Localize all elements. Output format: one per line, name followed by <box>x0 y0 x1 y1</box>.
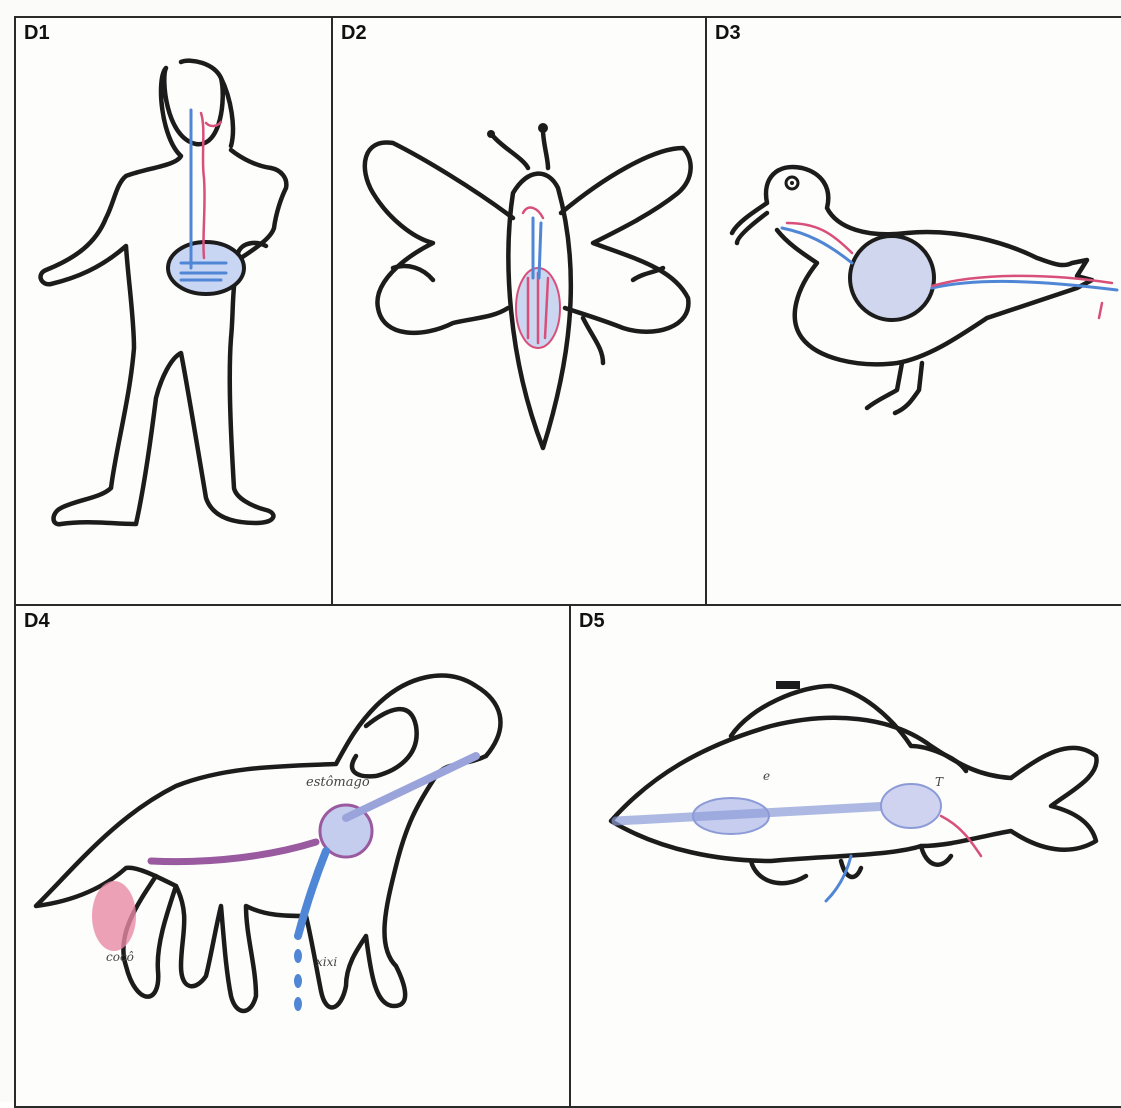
tail-note: cocô <box>106 950 134 964</box>
pee-note: xixi <box>316 955 337 969</box>
stomach-note: estômago <box>306 775 370 790</box>
panel-d5: D5 e T <box>569 604 1121 1108</box>
bird-drawing <box>707 18 1121 604</box>
fish-mark-e: e <box>763 769 770 783</box>
dog-drawing: estômago cocô xixi <box>16 606 569 1106</box>
panel-d1: D1 <box>14 16 333 606</box>
panel-d3: D3 <box>705 16 1121 606</box>
fish-mark-t: T <box>935 775 944 789</box>
panel-d2: D2 <box>331 16 707 606</box>
fish-drawing: e T <box>571 606 1121 1106</box>
panel-d4: D4 estômago cocô xixi <box>14 604 571 1108</box>
butterfly-drawing <box>333 18 705 604</box>
human-drawing <box>16 18 331 604</box>
